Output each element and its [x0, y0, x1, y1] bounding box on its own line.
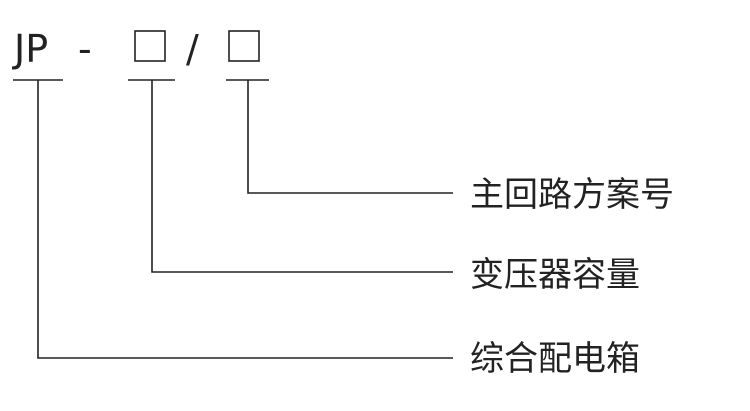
code-dash: -	[78, 27, 92, 71]
code-prefix: JP	[12, 27, 48, 71]
capacity-leader-line	[151, 80, 453, 273]
label-integrated-distribution-box: 综合配电箱	[470, 339, 640, 379]
label-main-circuit-scheme: 主回路方案号	[470, 175, 674, 215]
scheme-placeholder-box	[228, 30, 260, 62]
scheme-leader-line	[247, 80, 453, 194]
capacity-placeholder-box	[134, 30, 166, 62]
label-transformer-capacity: 变压器容量	[470, 255, 640, 295]
code-slash: /	[186, 27, 199, 71]
prefix-leader-line	[37, 80, 453, 359]
